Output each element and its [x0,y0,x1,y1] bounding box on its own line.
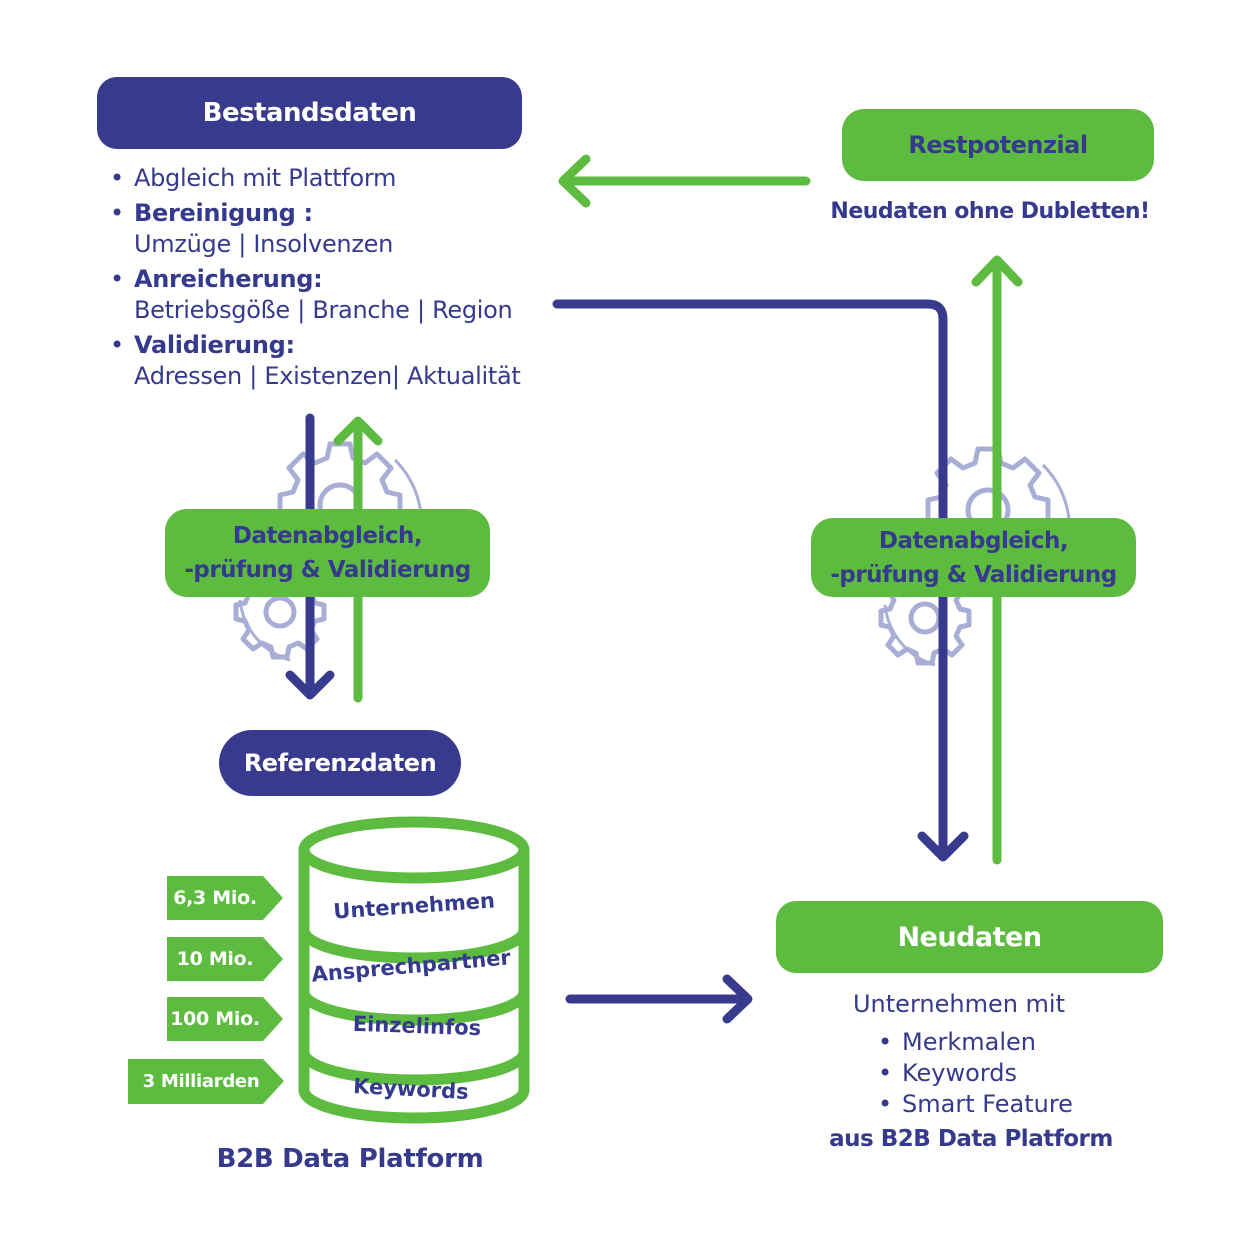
item-label: Validierung: [134,331,295,359]
neudaten-list: Merkmalen Keywords Smart Feature [878,1027,1138,1120]
list-item: Anreicherung: Betriebsgöße | Branche | R… [110,264,540,326]
referenzdaten-header: Referenzdaten [219,730,461,796]
item-detail: Betriebsgöße | Branche | Region [134,296,513,324]
database-cylinder [298,816,530,1124]
count-einzelinfos: 100 Mio. [170,1008,260,1030]
item-detail: Umzüge | Insolvenzen [134,230,393,258]
list-item: Abgleich mit Plattform [110,163,540,194]
bestandsdaten-list: Abgleich mit Plattform Bereinigung : Umz… [110,163,540,392]
item-label: Keywords [902,1059,1018,1087]
item-label: Merkmalen [902,1028,1036,1056]
count-keywords: 3 Milliarden [142,1071,260,1092]
count-unternehmen: 6,3 Mio. [173,887,257,909]
list-item: Bereinigung : Umzüge | Insolvenzen [110,198,540,260]
item-label: Bereinigung : [134,199,313,227]
arrow-to-bestandsdaten [558,154,811,208]
item-label: Anreicherung: [134,265,323,293]
list-item: Merkmalen [878,1027,1138,1058]
count-tags [128,876,284,1104]
neudaten-intro: Unternehmen mit [852,990,1066,1018]
arrow-to-neudaten-top [552,299,969,862]
item-label: Smart Feature [902,1090,1073,1118]
process-label-line1: Datenabgleich, [232,523,423,549]
process-label-line1: Datenabgleich, [878,527,1069,554]
item-label: Abgleich mit Plattform [134,164,397,192]
platform-caption: B2B Data Platform [216,1144,484,1174]
restpotenzial-subtitle: Neudaten ohne Dubletten! [830,199,1150,224]
list-item: Smart Feature [878,1089,1138,1120]
process-label-line2: -prüfung & Validierung [184,557,471,583]
restpotenzial-header: Restpotenzial [842,109,1154,181]
list-item: Keywords [878,1058,1138,1089]
bestandsdaten-header: Bestandsdaten [97,77,522,149]
list-item: Validierung: Adressen | Existenzen| Aktu… [110,330,540,392]
neudaten-header: Neudaten [776,901,1163,973]
database-layer-einzelinfos: Einzelinfos [352,1012,481,1040]
process-label-line2: -prüfung & Validierung [830,561,1117,588]
neudaten-footer: aus B2B Data Platform [829,1126,1113,1152]
process-box-right: Datenabgleich, -prüfung & Validierung [811,518,1136,597]
count-ansprechpartner: 10 Mio. [176,948,254,970]
arrow-platform-to-neudaten [565,974,753,1024]
item-detail: Adressen | Existenzen| Aktualität [134,362,521,390]
process-box-left: Datenabgleich, -prüfung & Validierung [165,509,490,597]
